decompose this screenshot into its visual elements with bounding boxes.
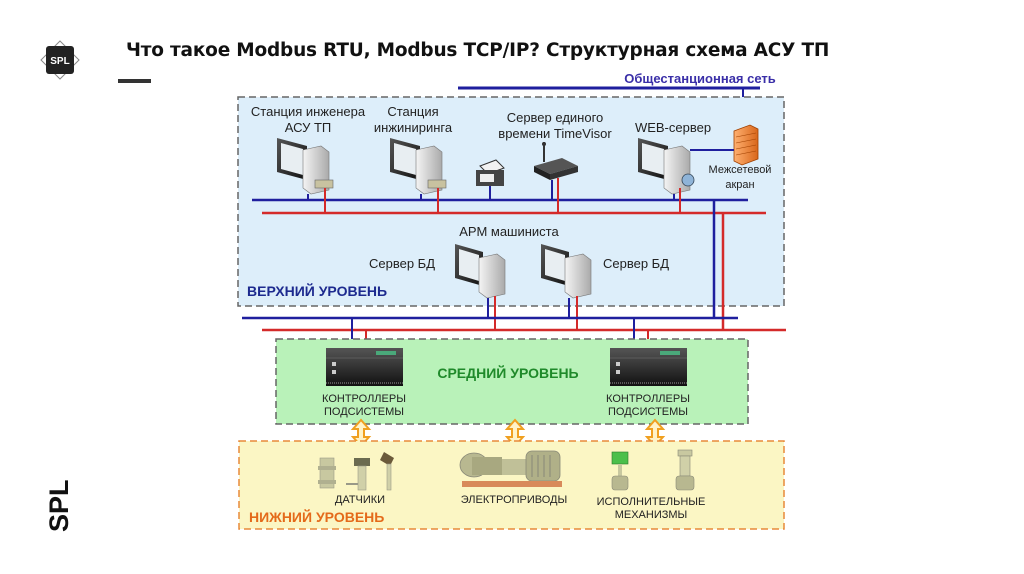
node-label: АСУ ТП (285, 120, 332, 135)
node-label: WEB-сервер (635, 120, 711, 135)
lower-group-label: ЭЛЕКТРОПРИВОДЫ (461, 494, 568, 506)
node-label: Станция (387, 104, 438, 119)
controller-label: ПОДСИСТЕМЫ (608, 406, 688, 418)
node-label: времени TimeVisor (498, 126, 612, 141)
upper-level-box (237, 96, 785, 307)
node-label: Межсетевой (709, 164, 772, 176)
upper-level-title: ВЕРХНИЙ УРОВЕНЬ (247, 282, 387, 299)
lower-level-title: НИЖНИЙ УРОВЕНЬ (249, 508, 384, 525)
controller-label: КОНТРОЛЛЕРЫ (606, 393, 690, 405)
time-server-icon (534, 142, 578, 213)
printer-icon (476, 159, 505, 200)
logo-text: SPL (50, 56, 69, 67)
db-server-right-label: Сервер БД (603, 256, 669, 271)
middle-level-title: СРЕДНИЙ УРОВЕНЬ (437, 364, 578, 381)
web-server-icon (638, 138, 695, 213)
electric-drive-icon (459, 450, 562, 487)
spl-logo: SPL (40, 40, 80, 80)
db-server-left-icon (455, 244, 506, 331)
db-server-right-icon (541, 244, 592, 331)
controller-label: КОНТРОЛЛЕРЫ (322, 393, 406, 405)
controller-icon (610, 348, 687, 386)
title-underline (118, 79, 151, 83)
controller-icon (326, 348, 403, 386)
actuators-icon (611, 449, 695, 491)
node-label: акран (725, 179, 754, 191)
firewall-icon (733, 124, 759, 166)
sensors-icon (318, 452, 394, 491)
plant-network-label: Общестанционная сеть (624, 71, 776, 86)
workstation-icon (277, 138, 334, 213)
node-label: Станция инженера (251, 104, 366, 119)
node-label: инжиниринга (374, 120, 453, 135)
slide-title: Что такое Modbus RTU, Modbus TCP/IP? Стр… (126, 40, 830, 61)
controller-label: ПОДСИСТЕМЫ (324, 406, 404, 418)
arm-label: АРМ машиниста (459, 224, 559, 239)
lower-group-label: ДАТЧИКИ (335, 494, 385, 506)
db-server-left-label: Сервер БД (369, 256, 435, 271)
lower-group-label: МЕХАНИЗМЫ (615, 509, 688, 521)
node-label: Сервер единого (507, 110, 604, 125)
workstation-icon (390, 138, 447, 213)
lower-group-label: ИСПОЛНИТЕЛЬНЫЕ (597, 496, 706, 508)
